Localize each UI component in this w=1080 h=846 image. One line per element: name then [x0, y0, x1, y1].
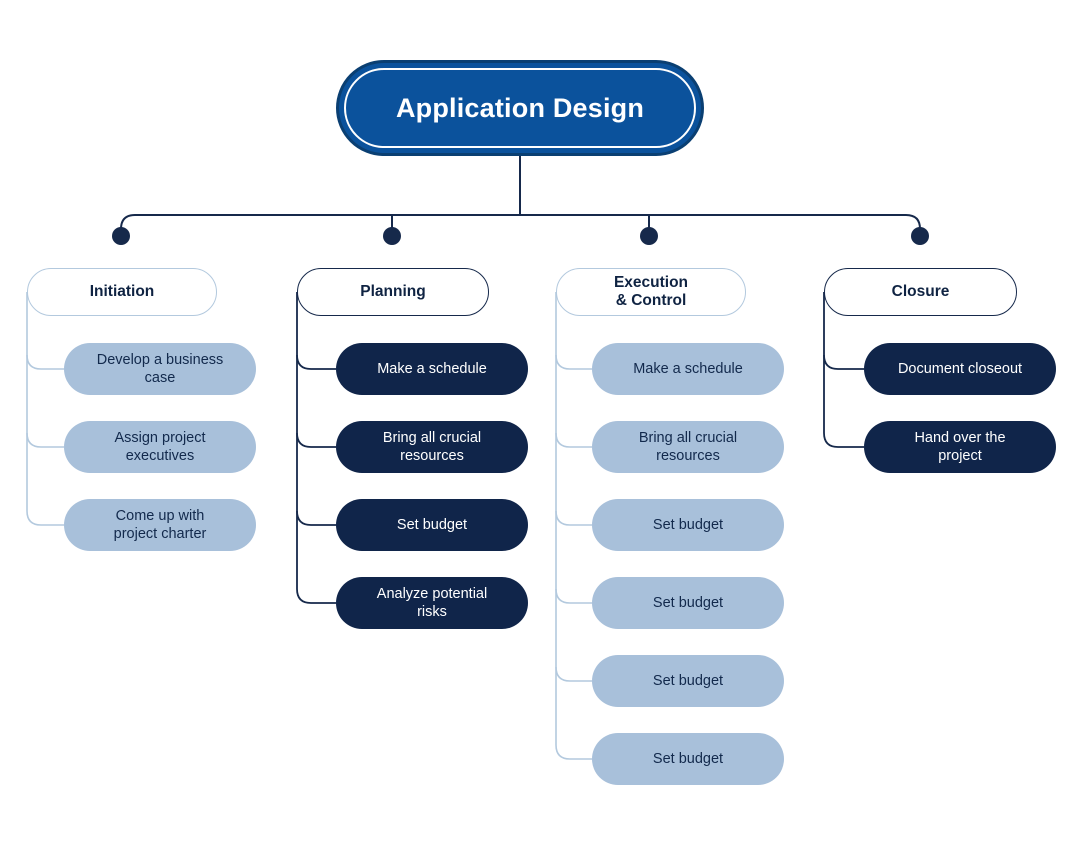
- task-pill[interactable]: Make a schedule: [336, 343, 528, 395]
- branch-dot-initiation: [112, 227, 130, 245]
- task-pill-label: Analyze potential risks: [376, 586, 488, 620]
- task-pill[interactable]: Set budget: [592, 499, 784, 551]
- task-pill-label: Set budget: [652, 673, 724, 689]
- branch-dot-closure: [911, 227, 929, 245]
- task-pill[interactable]: Set budget: [336, 499, 528, 551]
- task-pill[interactable]: Make a schedule: [592, 343, 784, 395]
- task-pill-label: Document closeout: [897, 361, 1023, 377]
- task-pill[interactable]: Set budget: [592, 577, 784, 629]
- task-pill[interactable]: Develop a business case: [64, 343, 256, 395]
- column-header-label: Closure: [891, 283, 950, 300]
- task-pill[interactable]: Bring all crucial resources: [336, 421, 528, 473]
- task-pill-label: Bring all crucial resources: [638, 430, 738, 464]
- task-pill[interactable]: Hand over the project: [864, 421, 1056, 473]
- column-header-execution-and-control[interactable]: Execution & Control: [556, 268, 746, 316]
- column-header-label: Planning: [360, 283, 426, 300]
- task-pill[interactable]: Set budget: [592, 655, 784, 707]
- column-header-closure[interactable]: Closure: [824, 268, 1017, 316]
- task-pill-label: Bring all crucial resources: [382, 430, 482, 464]
- task-pill-label: Assign project executives: [114, 430, 206, 464]
- task-pill[interactable]: Document closeout: [864, 343, 1056, 395]
- task-pill-label: Make a schedule: [633, 361, 743, 377]
- task-pill-label: Develop a business case: [96, 352, 224, 386]
- task-pill[interactable]: Set budget: [592, 733, 784, 785]
- root-node-label: Application Design: [395, 92, 645, 123]
- column-header-label: Initiation: [89, 283, 155, 300]
- task-pill[interactable]: Bring all crucial resources: [592, 421, 784, 473]
- task-pill[interactable]: Analyze potential risks: [336, 577, 528, 629]
- task-pill-label: Set budget: [652, 595, 724, 611]
- column-header-initiation[interactable]: Initiation: [27, 268, 217, 316]
- task-pill-label: Make a schedule: [377, 361, 487, 377]
- task-pill-label: Set budget: [652, 751, 724, 767]
- task-pill[interactable]: Assign project executives: [64, 421, 256, 473]
- root-node-application-design[interactable]: Application Design: [336, 60, 704, 156]
- branch-dot-execution-and-control: [640, 227, 658, 245]
- task-pill-label: Set budget: [396, 517, 468, 533]
- column-header-label: Execution & Control: [613, 274, 689, 309]
- column-header-planning[interactable]: Planning: [297, 268, 489, 316]
- task-pill-label: Come up with project charter: [113, 508, 207, 542]
- task-pill-label: Set budget: [652, 517, 724, 533]
- task-pill[interactable]: Come up with project charter: [64, 499, 256, 551]
- task-pill-label: Hand over the project: [914, 430, 1006, 464]
- branch-dot-planning: [383, 227, 401, 245]
